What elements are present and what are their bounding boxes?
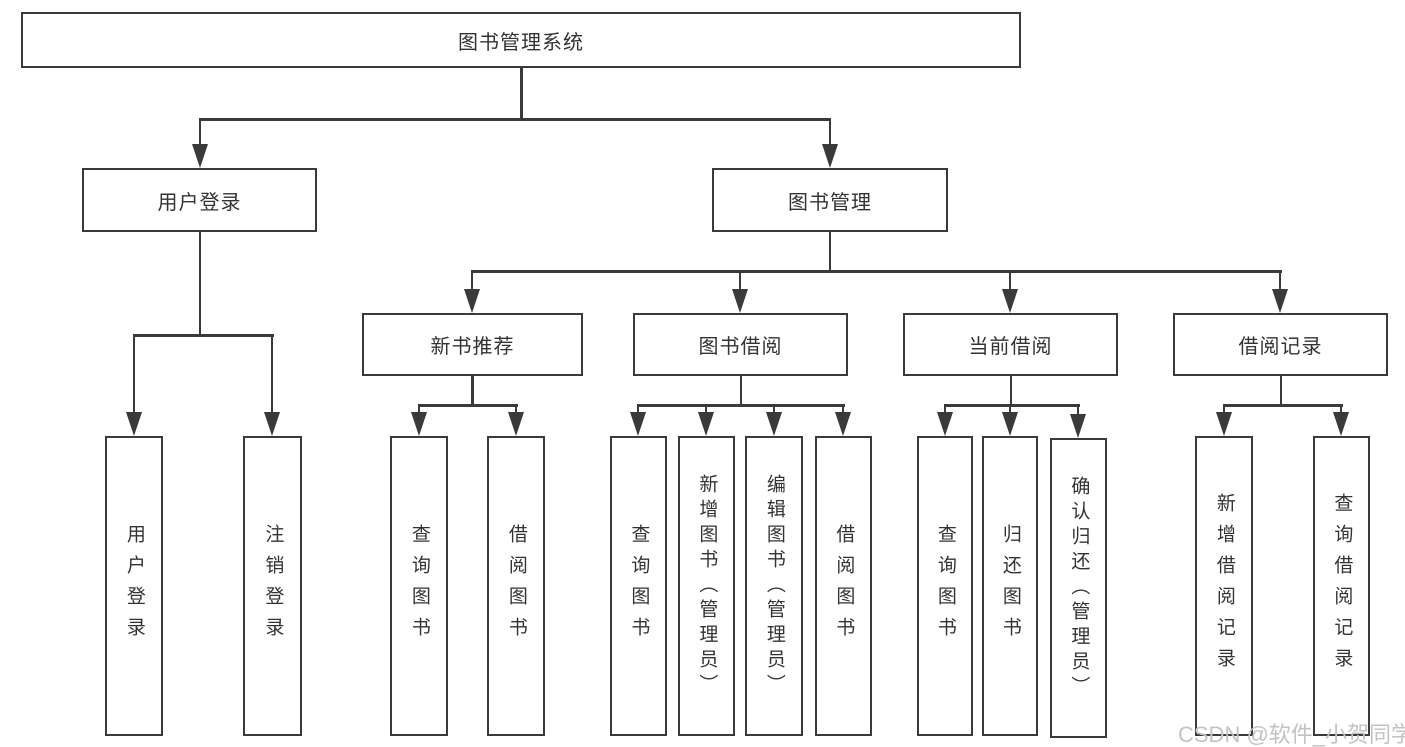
node-borrow-records-label: 借阅记录 xyxy=(1238,336,1323,358)
connector-line xyxy=(636,404,845,407)
arrow-down-icon xyxy=(411,412,427,436)
arrow-down-icon xyxy=(766,412,782,436)
connector-line xyxy=(1008,270,1011,290)
connector-line xyxy=(1076,404,1080,414)
arrow-down-icon xyxy=(1070,414,1086,438)
leaf-logout: 注销登录 xyxy=(243,436,302,736)
leaf-edit-books-admin-label: 编辑图书（管理员） xyxy=(763,473,785,699)
arrow-down-icon xyxy=(1002,412,1018,436)
leaf-query-books-current: 查询图书 xyxy=(917,436,973,736)
connector-line xyxy=(514,404,518,414)
connector-line xyxy=(828,231,831,272)
leaf-borrow-books: 借阅图书 xyxy=(815,436,872,736)
leaf-confirm-return-admin-label: 确认归还（管理员） xyxy=(1068,475,1090,701)
connector-line xyxy=(470,270,473,290)
arrow-down-icon xyxy=(126,412,142,436)
arrow-down-icon xyxy=(1272,289,1288,313)
connector-line xyxy=(1008,404,1012,414)
csdn-watermark: CSDN @软件_小贺同学 xyxy=(1178,722,1405,747)
connector-line xyxy=(417,404,421,414)
leaf-add-books-admin-label: 新增图书（管理员） xyxy=(696,473,718,699)
connector-line xyxy=(1222,404,1343,407)
node-borrow-records: 借阅记录 xyxy=(1173,313,1388,376)
arrow-down-icon xyxy=(630,412,646,436)
arrow-down-icon xyxy=(192,144,208,168)
leaf-query-borrow-record-label: 查询借阅记录 xyxy=(1331,493,1353,679)
connector-line xyxy=(1339,404,1343,414)
node-new-book-recommend-label: 新书推荐 xyxy=(430,336,515,358)
leaf-return-books-label: 归还图书 xyxy=(999,524,1021,648)
arrow-down-icon xyxy=(937,412,953,436)
connector-line xyxy=(704,404,708,414)
connector-line xyxy=(828,118,831,147)
connector-line xyxy=(772,404,776,414)
connector-line xyxy=(841,404,845,414)
node-root-system: 图书管理系统 xyxy=(21,12,1021,68)
leaf-edit-books-admin: 编辑图书（管理员） xyxy=(745,436,803,736)
node-new-book-recommend: 新书推荐 xyxy=(362,313,583,376)
arrow-down-icon xyxy=(508,412,524,436)
leaf-query-books-recommend: 查询图书 xyxy=(390,436,448,736)
arrow-down-icon xyxy=(1002,289,1018,313)
leaf-query-books-current-label: 查询图书 xyxy=(934,524,956,648)
node-user-login: 用户登录 xyxy=(82,168,317,232)
leaf-add-borrow-record-label: 新增借阅记录 xyxy=(1213,493,1235,679)
leaf-borrow-books-label: 借阅图书 xyxy=(833,524,855,648)
connector-line xyxy=(198,118,831,121)
node-root-label: 图书管理系统 xyxy=(458,31,584,54)
arrow-down-icon xyxy=(1216,412,1232,436)
leaf-query-borrow-record: 查询借阅记录 xyxy=(1313,436,1370,736)
leaf-confirm-return-admin: 确认归还（管理员） xyxy=(1050,438,1107,738)
leaf-query-books-recommend-label: 查询图书 xyxy=(408,524,430,648)
node-current-borrow: 当前借阅 xyxy=(903,313,1118,376)
node-user-login-label: 用户登录 xyxy=(157,191,242,214)
connector-line xyxy=(198,231,201,336)
connector-line xyxy=(198,118,201,147)
leaf-user-login-label: 用户登录 xyxy=(123,524,145,648)
connector-line xyxy=(943,404,1080,407)
connector-line xyxy=(943,404,947,414)
connector-line xyxy=(1278,270,1281,290)
arrow-down-icon xyxy=(698,412,714,436)
connector-line xyxy=(1279,375,1282,406)
leaf-query-books-borrow-label: 查询图书 xyxy=(628,524,650,648)
arrow-down-icon xyxy=(464,289,480,313)
connector-line xyxy=(417,404,518,407)
connector-line xyxy=(636,404,640,414)
arrow-down-icon xyxy=(264,412,280,436)
node-book-borrow-label: 图书借阅 xyxy=(698,336,783,358)
arrow-down-icon xyxy=(1333,412,1349,436)
node-book-management: 图书管理 xyxy=(712,168,948,232)
connector-line xyxy=(1009,375,1012,406)
leaf-add-books-admin: 新增图书（管理员） xyxy=(678,436,735,736)
node-book-management-label: 图书管理 xyxy=(788,191,872,214)
node-current-borrow-label: 当前借阅 xyxy=(968,336,1053,358)
leaf-borrow-books-recommend: 借阅图书 xyxy=(487,436,545,736)
connector-line xyxy=(520,68,523,120)
leaf-query-books-borrow: 查询图书 xyxy=(610,436,667,736)
leaf-add-borrow-record: 新增借阅记录 xyxy=(1195,436,1253,736)
arrow-down-icon xyxy=(822,144,838,168)
node-book-borrow: 图书借阅 xyxy=(633,313,848,376)
arrow-down-icon xyxy=(732,289,748,313)
connector-line xyxy=(270,334,273,413)
connector-line xyxy=(739,375,742,406)
connector-line xyxy=(1222,404,1226,414)
arrow-down-icon xyxy=(835,412,851,436)
connector-line xyxy=(132,334,274,337)
connector-line xyxy=(132,334,135,413)
connector-line xyxy=(470,270,1282,273)
leaf-return-books: 归还图书 xyxy=(982,436,1038,736)
leaf-borrow-books-recommend-label: 借阅图书 xyxy=(505,524,527,648)
leaf-logout-label: 注销登录 xyxy=(262,524,284,648)
leaf-user-login: 用户登录 xyxy=(105,436,163,736)
connector-line xyxy=(471,375,474,406)
connector-line xyxy=(738,270,741,290)
